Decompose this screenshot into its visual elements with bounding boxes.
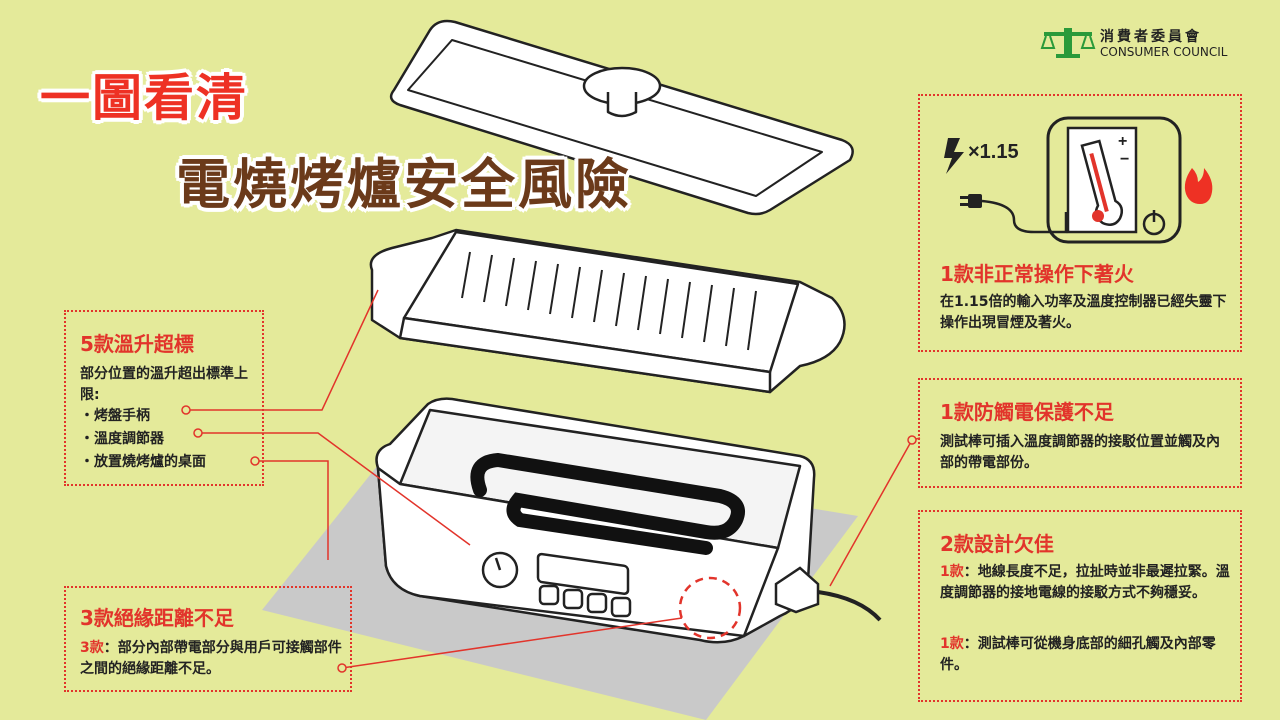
- temp-bullet-table: ・放置燒烤爐的桌面: [80, 454, 206, 470]
- fire-risk-heading: 1款非正常操作下著火: [940, 262, 1134, 286]
- temp-bullet-controller: ・溫度調節器: [80, 431, 164, 447]
- temp-risk-intro: 部分位置的溫升超出標準上限:: [80, 366, 248, 403]
- shock-risk-body: 測試棒可插入溫度調節器的接駁位置並觸及內部的帶電部份。: [940, 434, 1220, 471]
- logo-name-en: CONSUMER COUNCIL: [1100, 45, 1228, 59]
- consumer-council-logo-icon: [1040, 28, 1096, 58]
- design-item1-text: ：地線長度不足，拉扯時並非最遲拉緊。溫度調節器的接地電線的接駁方式不夠穩妥。: [940, 564, 1230, 601]
- design-risk-heading: 2款設計欠佳: [940, 532, 1054, 556]
- fire-diagram: ×1.15 + −: [944, 116, 1213, 244]
- power-cord: [774, 566, 882, 622]
- design-risk-box: 2款設計欠佳 1款：地線長度不足，拉扯時並非最遲拉緊。溫度調節器的接地電線的接駁…: [918, 510, 1242, 702]
- shock-risk-heading: 1款防觸電保護不足: [940, 400, 1114, 424]
- highlight-circle: [678, 576, 742, 640]
- insulation-risk-body: 3款：部分內部帶電部分與用戶可接觸部件之間的絕緣距離不足。: [80, 638, 342, 680]
- control-panel: [481, 551, 632, 618]
- temp-bullet-handle: ・烤盤手柄: [80, 408, 150, 424]
- temp-risk-heading: 5款溫升超標: [80, 332, 194, 356]
- callout-lines: [181, 289, 921, 673]
- design-item1-prefix: 1款: [940, 564, 964, 580]
- lightning-icon: [944, 138, 964, 174]
- fire-risk-box: ×1.15 + − 1款非正常操作下著火 在1.15倍的輸入功率及溫度控制器已經…: [918, 94, 1242, 352]
- insulation-text: ：部分內部帶電部分與用戶可接觸部件之間的絕緣距離不足。: [80, 640, 342, 677]
- design-item2-prefix: 1款: [940, 636, 964, 652]
- power-icon: [1142, 210, 1166, 236]
- fire-icon: [1184, 168, 1213, 204]
- title-line1: 一圖看清: [40, 69, 248, 127]
- logo-name-zh: 消費者委員會: [1100, 29, 1202, 45]
- grill-plate: [369, 228, 846, 394]
- insulation-prefix: 3款: [80, 640, 104, 656]
- insulation-risk-heading: 3款絕緣距離不足: [80, 606, 234, 630]
- svg-text:−: −: [1120, 151, 1129, 168]
- insulation-risk-box: 3款絕緣距離不足 3款：部分內部帶電部分與用戶可接觸部件之間的絕緣距離不足。: [64, 586, 352, 692]
- design-risk-item2: 1款：測試棒可從機身底部的細孔觸及內部零件。: [940, 634, 1230, 676]
- plug-icon: [960, 194, 982, 208]
- design-risk-item1: 1款：地線長度不足，拉扯時並非最遲拉緊。溫度調節器的接地電線的接駁方式不夠穩妥。: [940, 562, 1230, 604]
- grill-ridges: [461, 251, 757, 351]
- shock-risk-box: 1款防觸電保護不足 測試棒可插入溫度調節器的接駁位置並觸及內部的帶電部份。: [918, 378, 1242, 488]
- grill-lid: [389, 19, 854, 216]
- design-item2-text: ：測試棒可從機身底部的細孔觸及內部零件。: [940, 636, 1216, 673]
- thermometer-icon: [1080, 139, 1124, 226]
- multiplier-text: ×1.15: [968, 141, 1019, 163]
- svg-text:+: +: [1118, 133, 1127, 150]
- fire-risk-body: 在1.15倍的輸入功率及溫度控制器已經失靈下操作出現冒煙及著火。: [940, 294, 1227, 331]
- temp-risk-box: 5款溫升超標 部分位置的溫升超出標準上限: ・烤盤手柄 ・溫度調節器 ・放置燒烤…: [64, 310, 264, 486]
- title-line2: 電燒烤爐安全風險: [176, 153, 632, 216]
- heating-element: [470, 452, 745, 555]
